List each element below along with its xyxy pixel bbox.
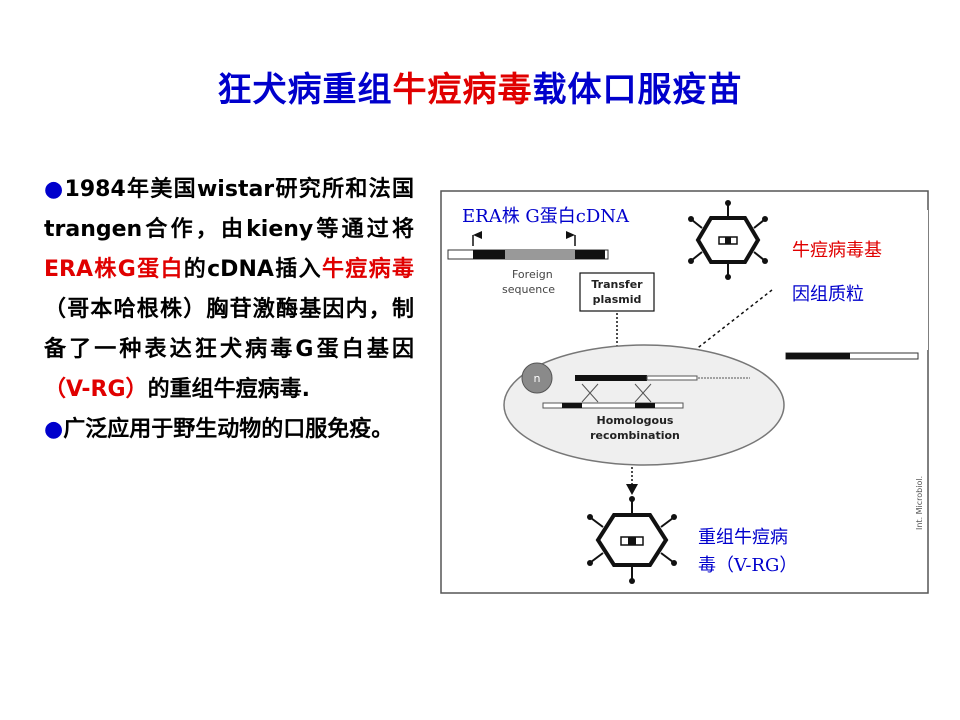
- bullet-paragraph-2: ●广泛应用于野生动物的口服免疫。: [44, 410, 414, 450]
- p1-red2: 牛痘病毒: [321, 257, 414, 282]
- figure-diagram: Foreign sequence Transfer plasmid: [440, 190, 929, 594]
- foreign-label-1: Foreign: [512, 268, 553, 281]
- p1-end: 的重组牛痘病毒.: [147, 377, 310, 402]
- title-part1: 狂犬病重组: [217, 70, 393, 110]
- transfer-label-1: Transfer: [591, 278, 643, 291]
- p1-red1: ERA株G蛋白: [44, 257, 184, 282]
- bullet-dot-icon: ●: [44, 177, 65, 202]
- homolog-strip-top: [575, 375, 647, 381]
- figure-credit: Int. Microbiol.: [915, 476, 924, 530]
- title-part2: 牛痘病毒: [392, 70, 533, 110]
- bullet-paragraph-1: ●1984年美国wistar研究所和法国trangen合作，由kieny等通过将…: [44, 170, 414, 410]
- vaccinia-plasmid-strip: [785, 352, 919, 360]
- foreign-sequence-strip: [447, 231, 609, 260]
- p1-mid2: （哥本哈根株）胸苷激酶基因内，制备了一种表达狂犬病毒G蛋白基因: [44, 297, 414, 362]
- vaccinia-label-line1: 牛痘病毒基: [792, 240, 882, 261]
- transfer-label-2: plasmid: [593, 293, 642, 306]
- bullet-dot-icon: ●: [44, 417, 64, 442]
- arrow-right-icon: [566, 231, 575, 239]
- p2-text: 广泛应用于野生动物的口服免疫。: [63, 417, 394, 442]
- homologous-label-2: recombination: [590, 429, 680, 442]
- p1-paren: （V-RG）: [44, 377, 148, 402]
- homolog-strip-bottom: [542, 402, 684, 409]
- slide-title: 狂犬病重组牛痘病毒载体口服疫苗: [0, 62, 960, 111]
- vaccinia-label-line2: 因组质粒: [792, 284, 864, 305]
- arrow-down-2-icon: [626, 484, 638, 495]
- homologous-label-1: Homologous: [597, 414, 674, 427]
- title-part3: 载体口服疫苗: [532, 70, 743, 110]
- body-text: ●1984年美国wistar研究所和法国trangen合作，由kieny等通过将…: [44, 170, 414, 450]
- nucleus-label: n: [534, 372, 541, 385]
- recombination-figure: Foreign sequence Transfer plasmid: [440, 190, 930, 595]
- arrow-left-icon: [473, 231, 482, 239]
- foreign-label-2: sequence: [502, 283, 555, 296]
- nucleus-icon: [521, 362, 553, 394]
- vaccinia-virus-icon: [688, 200, 768, 280]
- transfer-plasmid-box: [579, 272, 655, 312]
- p1-mid1: 的cDNA插入: [183, 257, 322, 282]
- recombinant-label-line2: 毒（V-RG）: [698, 555, 798, 576]
- recombinant-virus-icon: [587, 496, 677, 584]
- recombinant-label-line1: 重组牛痘病: [698, 527, 788, 548]
- era-cdna-label: ERA株 G蛋白cDNA: [462, 206, 630, 227]
- p1-pre: 1984年美国wistar研究所和法国trangen合作，由kieny等通过将: [44, 177, 415, 242]
- vaccinia-label-backdrop: [781, 210, 928, 350]
